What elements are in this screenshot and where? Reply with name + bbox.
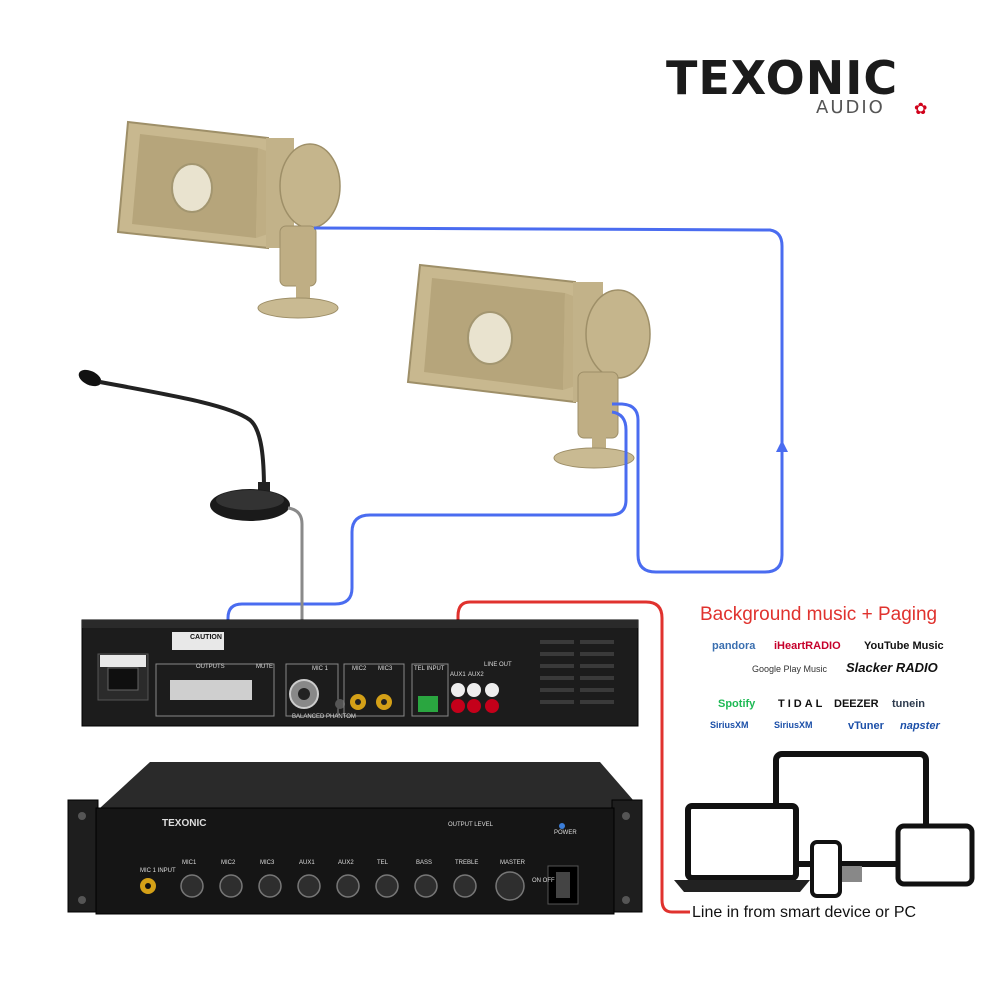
knob-treble xyxy=(453,874,477,898)
bgm-title: Background music + Paging xyxy=(700,604,938,625)
knob-mic2 xyxy=(219,874,243,898)
speaker-wire-1 xyxy=(313,226,784,574)
mic-input-label: MIC 1 INPUT xyxy=(140,868,176,874)
outputs-label: OUTPUTS xyxy=(196,664,225,670)
speaker-wire-2 xyxy=(226,410,628,662)
knob-label: TREBLE xyxy=(455,860,479,866)
mic2-label: MIC2 xyxy=(352,666,367,672)
service-logo: Spotify xyxy=(718,698,756,710)
knob-mic3 xyxy=(258,874,282,898)
knob-label: MIC3 xyxy=(260,860,275,866)
horn-speaker-1 xyxy=(116,120,341,319)
service-logo: DEEZER xyxy=(834,698,879,710)
service-logo: YouTube Music xyxy=(864,640,944,652)
service-logo: napster xyxy=(900,720,940,732)
front-knobs xyxy=(180,871,525,901)
service-logo: SiriusXM xyxy=(774,720,813,730)
knob-label: MIC2 xyxy=(221,860,236,866)
service-logo: SiriusXM xyxy=(710,720,749,730)
output-level-label: OUTPUT LEVEL xyxy=(448,822,493,828)
maple-leaf-icon: ✿ xyxy=(914,101,928,118)
horn-speaker-2 xyxy=(406,263,651,469)
line-in-caption: Line in from smart device or PC xyxy=(692,904,917,921)
knob-label: AUX1 xyxy=(299,860,315,866)
aux1-label: AUX1 xyxy=(450,672,466,678)
knob-label: AUX2 xyxy=(338,860,354,866)
knob-aux1 xyxy=(297,874,321,898)
brand-sub: AUDIO xyxy=(816,97,885,118)
service-logo: Slacker RADIO xyxy=(846,660,938,675)
knob-label: MIC1 xyxy=(182,860,197,866)
mic3-label: MIC3 xyxy=(378,666,393,672)
knob-mic1 xyxy=(180,874,204,898)
line-in-cable xyxy=(456,600,690,914)
on-off-label: ON OFF xyxy=(532,878,555,884)
knob-label: TEL xyxy=(377,860,389,866)
desk-microphone xyxy=(78,369,290,521)
front-brand: TEXONIC xyxy=(162,818,207,829)
power-label: POWER xyxy=(554,830,577,836)
knob-label: BASS xyxy=(416,860,433,866)
knob-aux2 xyxy=(336,874,360,898)
knob-bass xyxy=(414,874,438,898)
brand-name: TEXONIC xyxy=(666,51,899,105)
service-logo: tunein xyxy=(892,698,925,710)
line-out-label: LINE OUT xyxy=(484,662,512,668)
mute-label: MUTE xyxy=(256,664,273,670)
caution-label: CAUTION xyxy=(190,634,222,641)
amplifier-front xyxy=(67,762,643,915)
service-logo: iHeartRADIO xyxy=(774,640,841,652)
service-logo: vTuner xyxy=(848,720,884,732)
amplifier-rear-panel xyxy=(81,619,639,727)
aux2-label: AUX2 xyxy=(468,672,484,678)
service-logo: Google Play Music xyxy=(752,664,828,674)
knob-label: MASTER xyxy=(500,860,526,866)
brand-logo: TEXONIC AUDIO ✿ xyxy=(666,51,936,118)
service-logo: TIDAL xyxy=(778,698,826,710)
knob-tel xyxy=(375,874,399,898)
balanced-label: BALANCED xyxy=(292,714,325,720)
smart-devices xyxy=(674,751,975,898)
knob-master xyxy=(495,871,525,901)
mic-cable xyxy=(287,506,304,690)
service-logo: pandora xyxy=(712,640,756,652)
mic1-label: MIC 1 xyxy=(312,666,329,672)
tel-input-label: TEL INPUT xyxy=(414,666,445,672)
phantom-label: PHANTOM xyxy=(326,714,356,720)
